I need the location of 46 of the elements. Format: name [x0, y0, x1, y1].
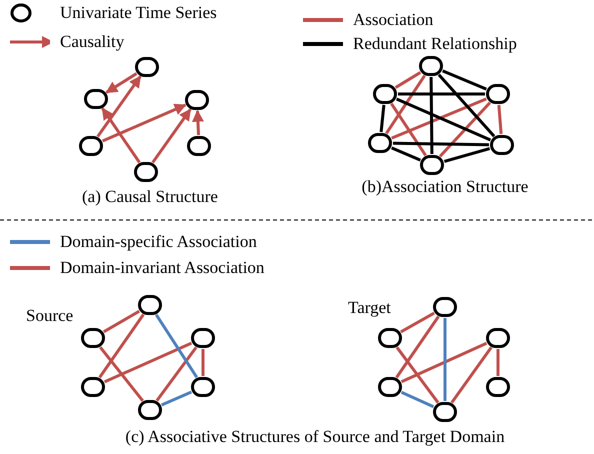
arrow [105, 72, 138, 94]
arrow [102, 104, 187, 142]
connector-line [444, 318, 446, 401]
connector-line [391, 146, 421, 162]
connector-line [102, 310, 140, 334]
arrow [151, 108, 192, 164]
connector-line [160, 390, 192, 406]
caption-text: Target [348, 298, 392, 318]
connector-line [202, 349, 204, 376]
connector-line [154, 314, 198, 378]
legend-text: Redundant Relationship [353, 33, 517, 55]
caption-text: Source [26, 306, 74, 326]
connector-line [430, 76, 434, 154]
connector-line [450, 346, 492, 404]
legend-text: Causality [60, 31, 124, 53]
connector-line [444, 147, 490, 163]
legend-text: Domain-specific Association [60, 231, 257, 253]
connector-line [400, 390, 434, 408]
legend-text: Association [353, 9, 434, 31]
connector-line [400, 312, 435, 334]
connector-line [392, 142, 490, 146]
connector-line [99, 346, 144, 402]
arrow [96, 75, 142, 138]
connector-line [104, 342, 192, 384]
connector-line [497, 104, 503, 134]
caption-text: (c) Associative Structures of Source and Target Domain [124, 427, 506, 447]
connector-line [98, 314, 145, 378]
connector-line [438, 102, 492, 158]
connector-line [390, 102, 427, 156]
connector-line [400, 342, 488, 384]
connector-line [156, 346, 198, 402]
arrow [192, 110, 204, 136]
connector-line [394, 71, 422, 89]
connector-line [442, 69, 487, 91]
connector-line [438, 74, 496, 138]
arrow [101, 108, 141, 164]
caption-text: (b)Association Structure [360, 177, 530, 197]
connector-line [395, 316, 440, 378]
connector-line [398, 92, 485, 96]
connector-line [396, 346, 440, 404]
connector-line [380, 104, 386, 132]
caption-text: (a) Causal Structure [81, 187, 219, 207]
connector-line [496, 349, 500, 376]
legend-text: Univariate Time Series [60, 2, 217, 24]
connector-line [385, 74, 426, 134]
legend-text: Domain-invariant Association [60, 257, 264, 279]
